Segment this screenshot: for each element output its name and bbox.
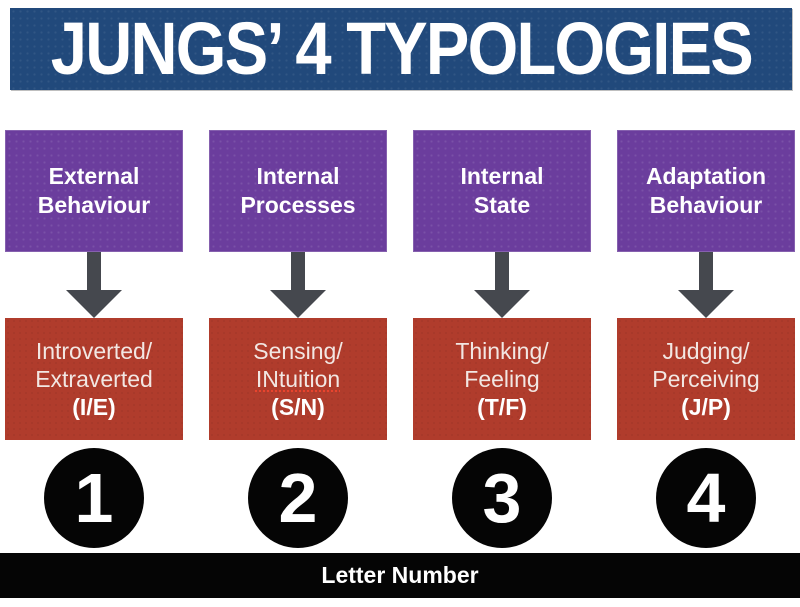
category-box: Internal State bbox=[413, 130, 591, 252]
typology-column-4: Adaptation Behaviour Judging/ Perceiving… bbox=[617, 130, 795, 548]
dichotomy-line-1: Sensing/ bbox=[253, 337, 343, 364]
down-arrow-icon bbox=[66, 252, 122, 318]
dichotomy-line-2: Feeling bbox=[464, 365, 540, 392]
dichotomy-code: (I/E) bbox=[72, 394, 116, 421]
number-label: 1 bbox=[74, 459, 114, 537]
dichotomy-box: Thinking/ Feeling (T/F) bbox=[413, 318, 591, 440]
footer-bar: Letter Number bbox=[0, 553, 800, 598]
number-badge: 3 bbox=[452, 448, 552, 548]
category-box: External Behaviour bbox=[5, 130, 183, 252]
dichotomy-code: (J/P) bbox=[681, 394, 731, 421]
number-label: 2 bbox=[278, 459, 318, 537]
typology-columns: External Behaviour Introverted/ Extraver… bbox=[5, 130, 795, 548]
number-badge: 4 bbox=[656, 448, 756, 548]
dichotomy-code: (T/F) bbox=[477, 394, 527, 421]
category-label: Internal Processes bbox=[240, 163, 356, 218]
category-label: Adaptation Behaviour bbox=[645, 163, 767, 218]
typology-column-3: Internal State Thinking/ Feeling (T/F) 3 bbox=[413, 130, 591, 548]
title-banner: JUNGS’ 4 TYPOLOGIES bbox=[10, 8, 792, 90]
typology-column-1: External Behaviour Introverted/ Extraver… bbox=[5, 130, 183, 548]
category-label: External Behaviour bbox=[37, 163, 151, 218]
dichotomy-box: Judging/ Perceiving (J/P) bbox=[617, 318, 795, 440]
dichotomy-line-1: Judging/ bbox=[662, 337, 750, 364]
down-arrow-icon bbox=[270, 252, 326, 318]
dichotomy-line-2: Extraverted bbox=[35, 365, 153, 392]
dichotomy-line-1: Introverted/ bbox=[35, 337, 153, 364]
number-label: 4 bbox=[686, 459, 726, 537]
dichotomy-code: (S/N) bbox=[271, 394, 325, 421]
dichotomy-line-2: Perceiving bbox=[652, 365, 760, 392]
down-arrow-icon bbox=[474, 252, 530, 318]
category-box: Adaptation Behaviour bbox=[617, 130, 795, 252]
typology-column-2: Internal Processes Sensing/ INtuition (S… bbox=[209, 130, 387, 548]
number-label: 3 bbox=[482, 459, 522, 537]
dichotomy-box: Sensing/ INtuition (S/N) bbox=[209, 318, 387, 440]
dichotomy-line-2: INtuition bbox=[255, 365, 341, 392]
number-badge: 2 bbox=[248, 448, 348, 548]
down-arrow-icon bbox=[678, 252, 734, 318]
number-badge: 1 bbox=[44, 448, 144, 548]
category-label: Internal State bbox=[460, 163, 544, 218]
dichotomy-box: Introverted/ Extraverted (I/E) bbox=[5, 318, 183, 440]
page-title: JUNGS’ 4 TYPOLOGIES bbox=[50, 8, 753, 90]
footer-label: Letter Number bbox=[321, 562, 479, 588]
dichotomy-line-1: Thinking/ bbox=[455, 337, 549, 364]
category-box: Internal Processes bbox=[209, 130, 387, 252]
